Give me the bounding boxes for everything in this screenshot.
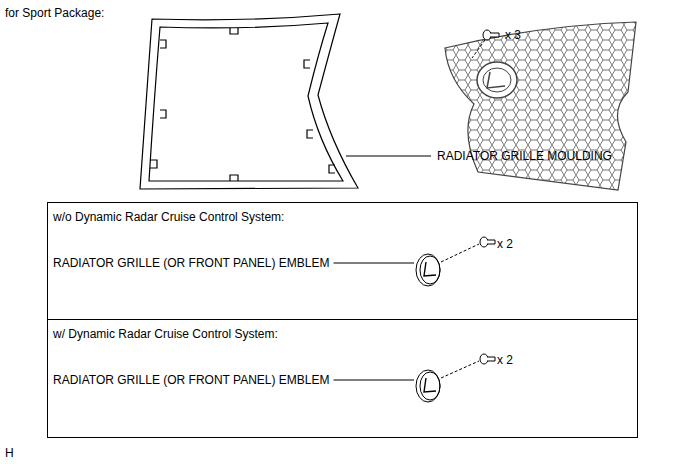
- dashed-line: [472, 40, 485, 58]
- dashed-line: [441, 244, 479, 262]
- screw-symbol: [480, 354, 495, 364]
- figure-code: H: [5, 446, 14, 460]
- emblem-symbol: [416, 254, 440, 286]
- variant-box: w/ Dynamic Radar Cruise Control System: R…: [47, 319, 638, 438]
- condition-heading: w/o Dynamic Radar Cruise Control System:: [53, 210, 284, 224]
- leader-line: [334, 263, 415, 264]
- variant-box: w/o Dynamic Radar Cruise Control System:…: [47, 202, 638, 320]
- part-name: RADIATOR GRILLE (OR FRONT PANEL) EMBLEM: [53, 373, 330, 387]
- heading: for Sport Package:: [5, 6, 104, 20]
- screw-symbol: [483, 30, 499, 40]
- leader-lines: [334, 263, 415, 380]
- leader-line: [346, 156, 431, 157]
- part-name: RADIATOR GRILLE MOULDING: [437, 149, 612, 163]
- grille-moulding: [140, 14, 358, 189]
- part-name: RADIATOR GRILLE (OR FRONT PANEL) EMBLEM: [53, 256, 330, 270]
- condition-heading: w/ Dynamic Radar Cruise Control System:: [53, 327, 278, 341]
- leader-line: [334, 380, 415, 381]
- quantity-label: x 2: [497, 237, 513, 251]
- quantity-label: x 2: [497, 353, 513, 367]
- dashed-line: [441, 361, 479, 378]
- radiator-grille: [445, 22, 636, 190]
- screw-symbol: [480, 237, 495, 247]
- quantity-label: x 3: [505, 28, 521, 42]
- emblem-symbol: [416, 370, 440, 402]
